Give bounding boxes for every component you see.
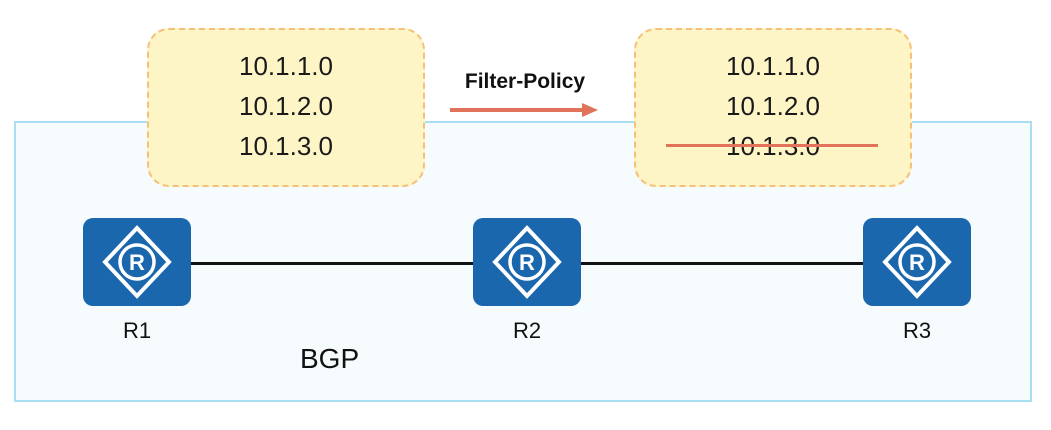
router-label-r2: R2: [512, 318, 542, 343]
route-entry: 10.1.2.0: [239, 91, 333, 121]
route-entry: 10.1.1.0: [239, 51, 333, 81]
route-entry: 10.1.3.0: [239, 131, 333, 161]
link-r2-r3: [580, 262, 866, 265]
svg-text:R: R: [909, 250, 925, 275]
filter-policy-arrow-icon: [450, 103, 598, 117]
router-icon: R: [102, 225, 172, 299]
filtered-route-list: 10.1.1.0 10.1.2.0 10.1.3.0: [636, 46, 910, 166]
source-route-table: 10.1.1.0 10.1.2.0 10.1.3.0: [147, 28, 425, 187]
route-entry: 10.1.1.0: [726, 51, 820, 81]
router-r3: R: [863, 218, 971, 306]
route-entry: 10.1.2.0: [726, 91, 820, 121]
router-r2: R: [473, 218, 581, 306]
svg-text:R: R: [519, 250, 535, 275]
source-route-list: 10.1.1.0 10.1.2.0 10.1.3.0: [149, 46, 423, 166]
router-r1: R: [83, 218, 191, 306]
filter-policy-label: Filter-Policy: [464, 70, 586, 93]
router-label-r1: R1: [122, 318, 152, 343]
bgp-protocol-label: BGP: [300, 343, 360, 374]
link-r1-r2: [190, 262, 476, 265]
router-icon: R: [492, 225, 562, 299]
filtered-route-table: 10.1.1.0 10.1.2.0 10.1.3.0: [634, 28, 912, 187]
svg-text:R: R: [129, 250, 145, 275]
router-label-r3: R3: [902, 318, 932, 343]
filtered-out-strike-line: [666, 144, 878, 147]
router-icon: R: [882, 225, 952, 299]
